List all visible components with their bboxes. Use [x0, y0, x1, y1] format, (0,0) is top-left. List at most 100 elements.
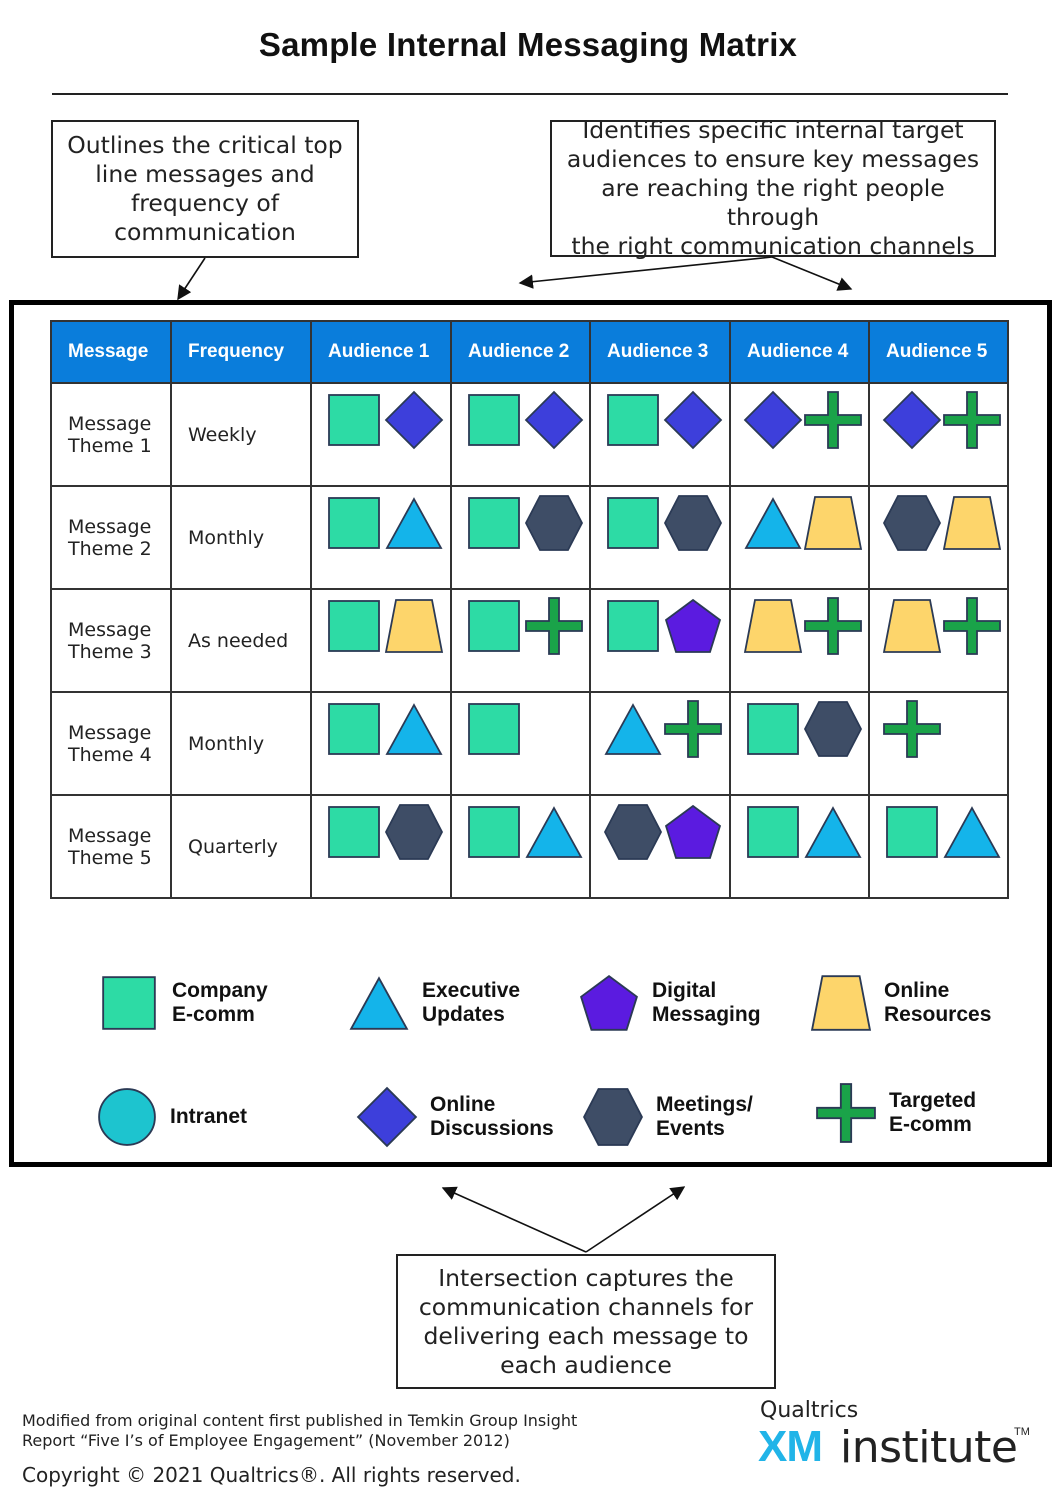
company-ecomm-shape [102, 976, 156, 1030]
channel-cell-audience-1 [310, 691, 452, 796]
company-ecomm-shape [468, 703, 520, 755]
frequency-cell: Monthly [170, 691, 312, 796]
company-ecomm-shape [747, 806, 799, 858]
meetings-events-icon [603, 804, 663, 860]
intranet-icon [98, 1088, 156, 1146]
digital-messaging-shape [664, 598, 722, 653]
channel-cell-audience-3 [589, 382, 731, 487]
company-ecomm-icon [747, 806, 799, 858]
executive-updates-shape [804, 806, 862, 858]
channel-cell-audience-5 [868, 485, 1009, 590]
online-resources-icon [803, 496, 863, 550]
legend-label-line: Online [430, 1093, 496, 1116]
channel-cell-audience-2 [450, 382, 591, 487]
company-ecomm-icon [468, 600, 520, 652]
arrow-messages [177, 257, 206, 301]
callout-messages: Outlines the critical top line messages … [51, 120, 359, 258]
online-discussions-icon [743, 390, 803, 450]
callout-line: Outlines the critical top [67, 131, 343, 159]
legend-label: Intranet [170, 1105, 247, 1129]
targeted-ecomm-icon [804, 391, 862, 449]
legend-label-line: Online [884, 979, 950, 1002]
message-theme-label: Theme 5 [68, 846, 152, 869]
meetings-events-shape [803, 701, 863, 757]
message-theme-label: Message [68, 515, 152, 538]
online-resources-shape [384, 599, 444, 653]
executive-updates-icon [943, 806, 1001, 858]
executive-updates-shape [604, 703, 662, 755]
legend-label-line: Targeted [889, 1089, 977, 1112]
intranet-shape [98, 1088, 156, 1146]
company-ecomm-icon [328, 703, 380, 755]
channel-icons [312, 592, 450, 689]
header-frequency: Frequency [170, 320, 312, 384]
executive-updates-icon [385, 703, 443, 755]
legend-label-line: Messaging [652, 1003, 761, 1026]
company-ecomm-shape [747, 703, 799, 755]
executive-updates-shape [385, 497, 443, 549]
online-discussions-icon [356, 1086, 418, 1148]
targeted-ecomm-shape [804, 391, 862, 449]
digital-messaging-shape [580, 974, 638, 1031]
copyright: Copyright © 2021 Qualtrics®. All rights … [22, 1463, 521, 1487]
company-ecomm-shape [468, 600, 520, 652]
callout-audiences: Identifies specific internal target audi… [550, 116, 996, 260]
targeted-ecomm-icon [883, 700, 941, 758]
company-ecomm-icon [468, 806, 520, 858]
channel-icons [870, 592, 1007, 689]
legend-item-meetings-events: Meetings/Events [582, 1086, 753, 1148]
channel-cell-audience-4 [729, 794, 870, 899]
header-audience-4: Audience 4 [729, 320, 870, 384]
channel-icons [591, 592, 729, 689]
message-theme-label: Message [68, 618, 152, 641]
meetings-events-shape [384, 804, 444, 860]
callout-line: each audience [500, 1350, 672, 1379]
legend-label-line: E-comm [172, 1003, 255, 1026]
meetings-events-icon [803, 701, 863, 757]
channel-icons [731, 695, 868, 792]
company-ecomm-shape [328, 600, 380, 652]
online-discussions-shape [882, 390, 942, 450]
company-ecomm-icon [747, 703, 799, 755]
company-ecomm-shape [607, 497, 659, 549]
source-footnote: Modified from original content first pub… [22, 1411, 577, 1451]
company-ecomm-icon [328, 394, 380, 446]
meetings-events-icon [663, 495, 723, 551]
company-ecomm-shape [328, 497, 380, 549]
company-ecomm-shape [607, 600, 659, 652]
company-ecomm-icon [328, 806, 380, 858]
legend-label-line: Company [172, 979, 268, 1002]
online-discussions-shape [743, 390, 803, 450]
channel-cell-audience-5 [868, 588, 1009, 693]
logo-institute: institute [840, 1422, 1018, 1473]
channel-cell-audience-2 [450, 794, 591, 899]
channel-cell-audience-4 [729, 485, 870, 590]
callout-line: are reaching the right people through [601, 174, 945, 231]
targeted-ecomm-icon [804, 597, 862, 655]
targeted-ecomm-shape [664, 700, 722, 758]
channel-cell-audience-4 [729, 588, 870, 693]
logo-trademark: TM [1014, 1426, 1030, 1438]
channel-cell-audience-3 [589, 588, 731, 693]
company-ecomm-shape [886, 806, 938, 858]
channel-cell-audience-5 [868, 794, 1009, 899]
executive-updates-icon [525, 806, 583, 858]
callout-line: line messages and [95, 160, 315, 188]
online-resources-icon [743, 599, 803, 653]
channel-cell-audience-4 [729, 691, 870, 796]
legend-label: Meetings/Events [656, 1093, 753, 1141]
meetings-events-icon [524, 495, 584, 551]
company-ecomm-icon [607, 394, 659, 446]
channel-icons [591, 386, 729, 483]
frequency-cell: As needed [170, 588, 312, 693]
targeted-ecomm-shape [525, 597, 583, 655]
channel-icons [312, 489, 450, 586]
